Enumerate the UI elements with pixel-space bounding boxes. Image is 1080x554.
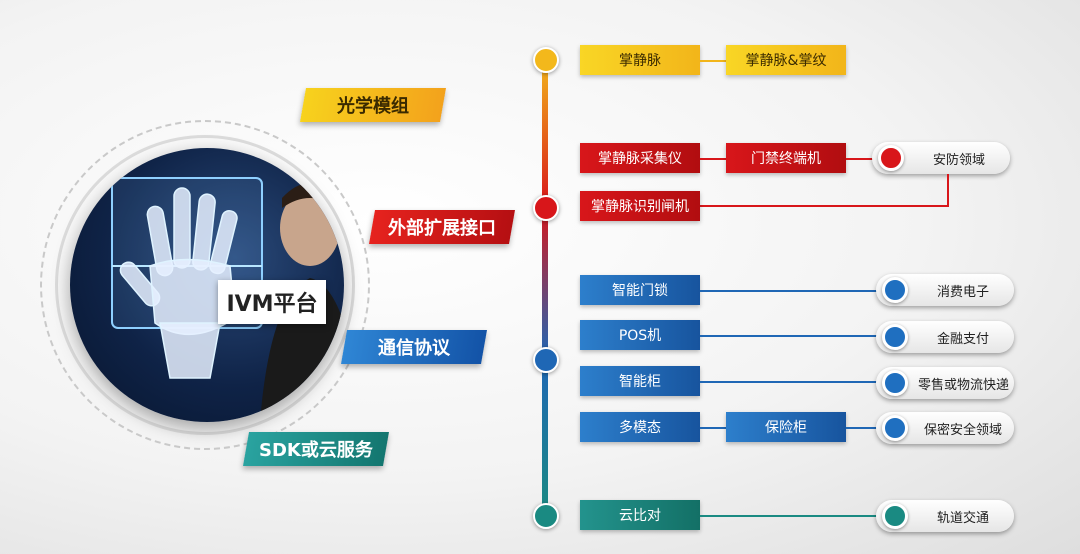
pill-label: 安防领域 <box>932 152 985 168</box>
timeline-dot-blue <box>533 347 559 373</box>
timeline-segment-blue-teal <box>542 358 548 515</box>
inner-ring <box>55 135 355 435</box>
optical-module-tag: 光学模组 <box>300 88 446 122</box>
connector-line <box>700 158 726 160</box>
cloud-comparison-box: 云比对 <box>580 500 700 530</box>
communication-protocol-label: 通信协议 <box>378 338 450 359</box>
security-field-pill: 安防领域 <box>872 142 1010 174</box>
blue-knob-icon <box>882 324 908 350</box>
optical-module-label: 光学模组 <box>337 96 409 117</box>
pill-label: 金融支付 <box>936 331 989 347</box>
timeline-segment-red-blue <box>542 206 548 358</box>
palm-vein-collector-box: 掌静脉采集仪 <box>580 143 700 173</box>
connector-line <box>846 427 880 429</box>
connector-line <box>846 158 878 160</box>
connector-line <box>700 515 880 517</box>
connector-line <box>947 174 949 206</box>
palm-vein-print-box: 掌静脉&掌纹 <box>726 45 846 75</box>
connector-line <box>700 205 949 207</box>
timeline-dot-teal <box>533 503 559 529</box>
smart-lock-box: 智能门锁 <box>580 275 700 305</box>
pill-label: 保密安全领域 <box>923 422 1002 438</box>
external-interface-tag: 外部扩展接口 <box>369 210 515 244</box>
financial-payment-pill: 金融支付 <box>876 321 1014 353</box>
pos-box: POS机 <box>580 320 700 350</box>
timeline-segment-yellow-red <box>542 58 548 206</box>
red-knob-icon <box>878 145 904 171</box>
palm-vein-gate-box: 掌静脉识别闸机 <box>580 191 700 221</box>
pill-label: 轨道交通 <box>936 510 989 526</box>
external-interface-label: 外部扩展接口 <box>388 218 496 239</box>
palm-vein-box: 掌静脉 <box>580 45 700 75</box>
sdk-cloud-tag: SDK或云服务 <box>243 432 389 466</box>
consumer-electronics-pill: 消费电子 <box>876 274 1014 306</box>
smart-cabinet-box: 智能柜 <box>580 366 700 396</box>
confidential-security-pill: 保密安全领域 <box>876 412 1014 444</box>
multimodal-box: 多模态 <box>580 412 700 442</box>
ivm-platform-label: IVM平台 <box>218 280 326 324</box>
connector-line <box>700 335 880 337</box>
safe-box: 保险柜 <box>726 412 846 442</box>
access-terminal-box: 门禁终端机 <box>726 143 846 173</box>
pill-label: 消费电子 <box>936 284 989 300</box>
connector-line <box>700 290 880 292</box>
sdk-cloud-label: SDK或云服务 <box>259 440 373 461</box>
connector-line <box>700 381 880 383</box>
timeline-dot-yellow <box>533 47 559 73</box>
blue-knob-icon <box>882 277 908 303</box>
rail-transit-pill: 轨道交通 <box>876 500 1014 532</box>
communication-protocol-tag: 通信协议 <box>341 330 487 364</box>
retail-logistics-pill: 零售或物流快递 <box>876 367 1014 399</box>
connector-line <box>700 427 726 429</box>
blue-knob-icon <box>882 415 908 441</box>
timeline-dot-red <box>533 195 559 221</box>
blue-knob-icon <box>882 370 908 396</box>
outer-dashed-ring <box>40 120 370 450</box>
pill-label: 零售或物流快递 <box>918 377 1010 393</box>
connector-line <box>700 60 726 62</box>
teal-knob-icon <box>882 503 908 529</box>
